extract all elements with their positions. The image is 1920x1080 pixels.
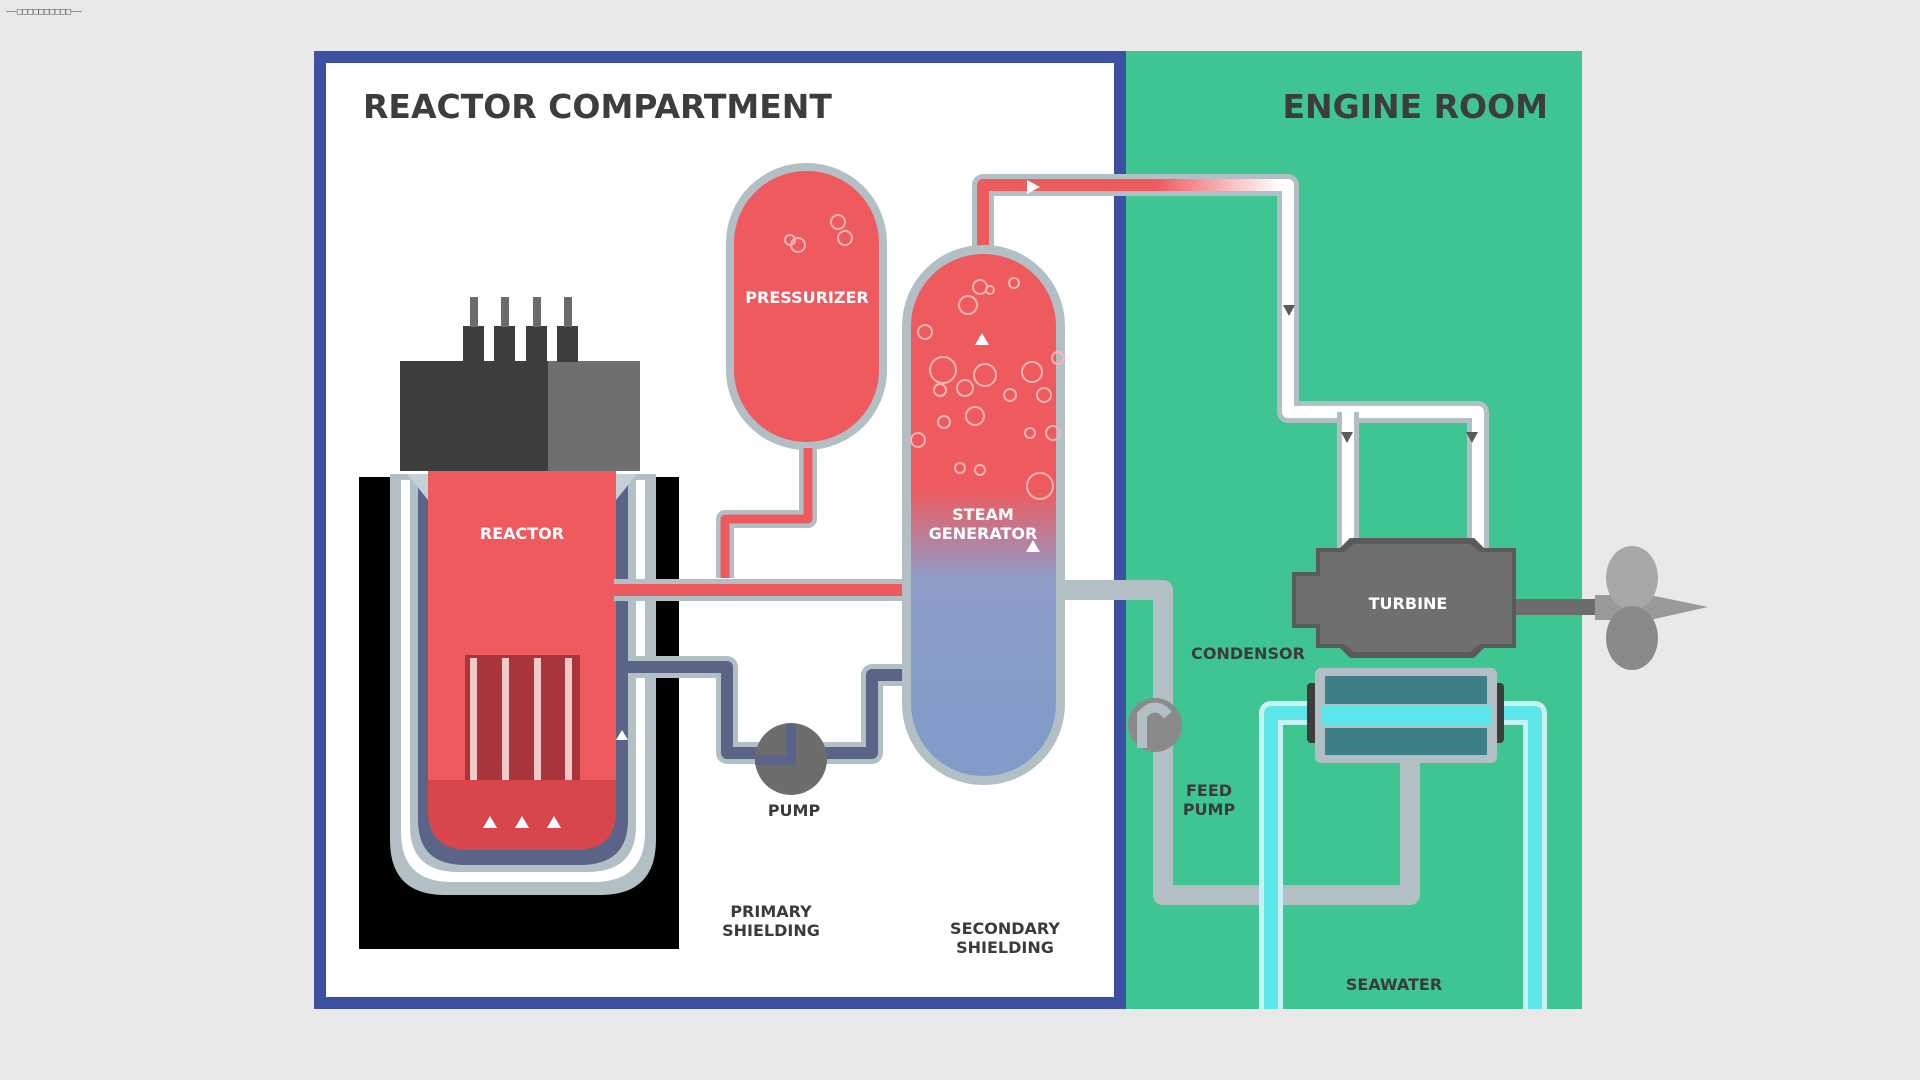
surge-line	[720, 448, 813, 578]
corner-caption: ——□□□□□□□□□□——	[6, 7, 82, 17]
pressurizer	[734, 171, 879, 442]
propeller-blade-top	[1606, 546, 1658, 610]
primary-shielding-label-1: PRIMARY	[730, 902, 812, 921]
steam-generator-label-1: STEAM	[952, 505, 1014, 524]
steam-line	[977, 179, 1484, 548]
engine-room-title: ENGINE ROOM	[1282, 87, 1548, 126]
primary-shielding-label-2: SHIELDING	[722, 921, 820, 940]
condensor-label: CONDENSOR	[1191, 644, 1305, 663]
feed-pump-label-1: FEED	[1186, 781, 1232, 800]
turbine-label: TURBINE	[1369, 594, 1448, 613]
fuel-rods	[465, 655, 580, 780]
flow-arrows-reactor	[483, 730, 628, 828]
steam-generator-label-2: GENERATOR	[929, 524, 1038, 543]
control-rod-drives	[463, 297, 578, 362]
pump-label: PUMP	[768, 801, 821, 820]
seawater-label: SEAWATER	[1346, 975, 1442, 994]
secondary-shielding-label-2: SHIELDING	[956, 938, 1054, 957]
propeller-blade-bottom	[1606, 606, 1658, 670]
pressurizer-label: PRESSURIZER	[745, 288, 868, 307]
reactor-head	[400, 361, 548, 471]
reactor-compartment-title: REACTOR COMPARTMENT	[363, 87, 832, 126]
feedwater-line	[1063, 580, 1420, 905]
turbine	[1296, 544, 1512, 652]
reactor-label: REACTOR	[480, 524, 564, 543]
propeller-shaft	[1505, 599, 1605, 615]
steam-generator	[911, 254, 1056, 776]
secondary-shielding-label-1: SECONDARY	[950, 919, 1060, 938]
feed-pump-label-2: PUMP	[1183, 800, 1236, 819]
